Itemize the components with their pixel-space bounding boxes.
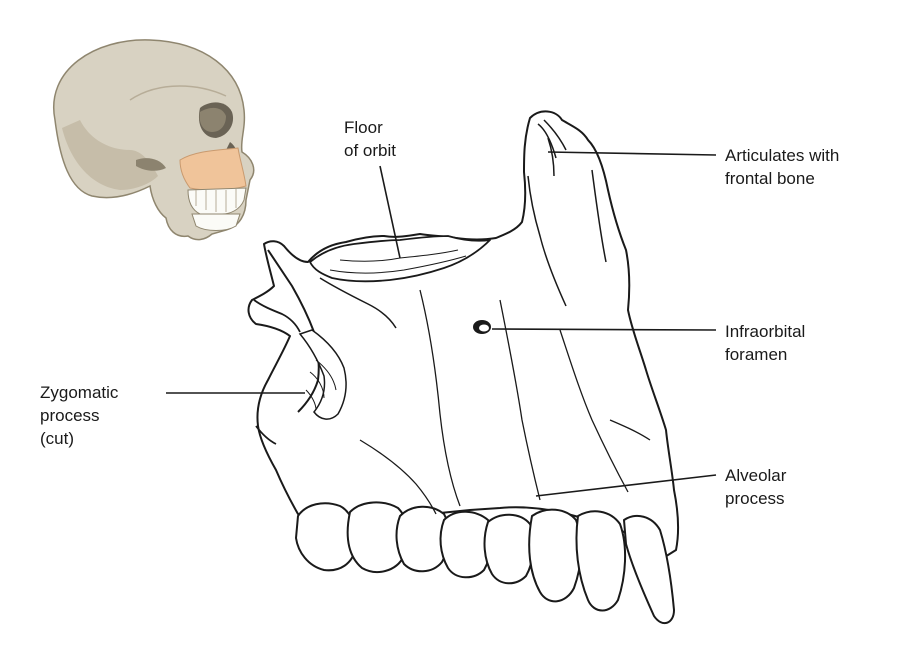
leader-floor-of-orbit [379,165,401,259]
label-line: Zygomatic [40,383,119,402]
teeth [295,501,675,625]
label-line: Alveolar [725,466,787,485]
leader-articulates-frontal [547,151,717,156]
label-infraorbital-foramen: Infraorbital foramen [725,320,805,366]
zygomatic-process [253,249,397,445]
label-line: of orbit [344,141,396,160]
label-articulates-frontal: Articulates with frontal bone [725,144,839,190]
label-line: foramen [725,345,788,364]
label-line: frontal bone [725,169,815,188]
frontal-process [527,119,607,307]
leader-lines [166,151,717,497]
infraorbital-foramen [473,320,491,334]
label-line: process [725,489,785,508]
label-line: Articulates with [725,146,840,165]
label-line: Infraorbital [725,322,806,341]
label-zygomatic-process: Zygomatic process (cut) [40,381,118,450]
label-line: Floor [344,118,383,137]
label-alveolar-process: Alveolar process [725,464,786,510]
maxilla-bone [247,110,680,561]
label-line: process [40,406,100,425]
leader-alveolar-process [535,474,717,497]
skull-icon [52,39,255,241]
leader-infraorbital-foramen [491,328,717,331]
bone-contours [359,289,651,515]
label-floor-of-orbit: Floor of orbit [344,116,396,162]
label-line: (cut) [40,429,74,448]
